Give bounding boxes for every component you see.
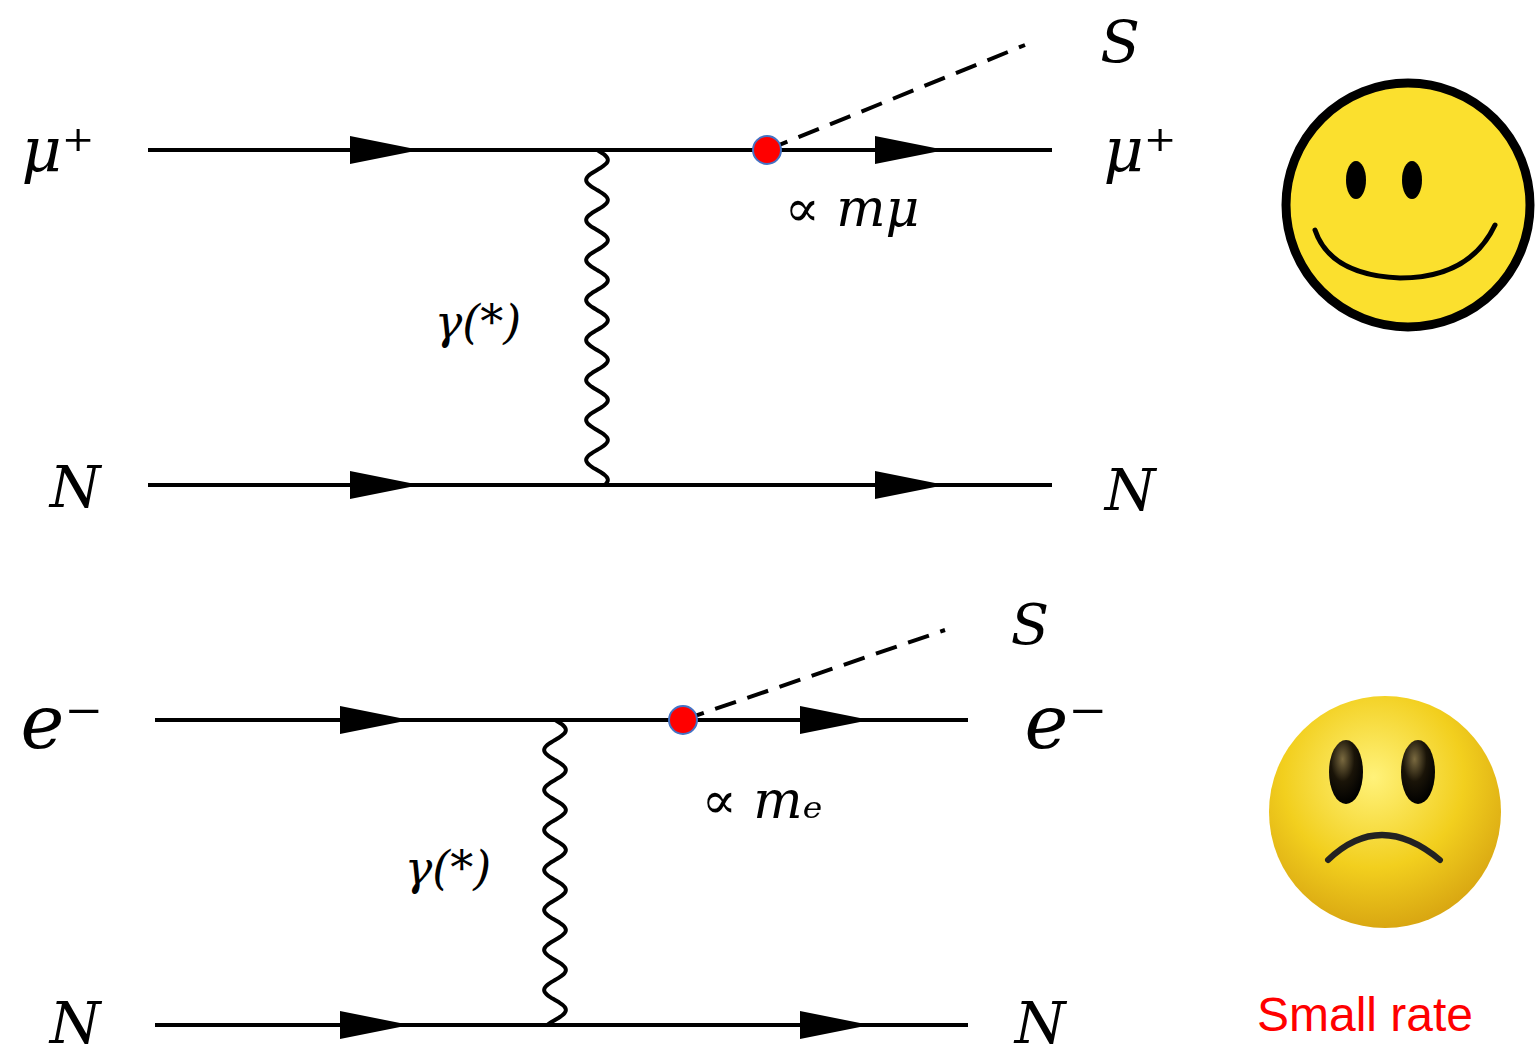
particle-label: μ⁺ bbox=[21, 119, 94, 181]
coupling-label: ∝ mμ bbox=[785, 182, 920, 234]
photon-line bbox=[544, 720, 566, 1025]
arrowhead bbox=[350, 136, 420, 164]
particle-label: N bbox=[50, 458, 101, 516]
arrowhead bbox=[340, 1011, 410, 1039]
sad-face bbox=[1269, 696, 1501, 928]
particle-label: N bbox=[1105, 461, 1156, 519]
particle-label: e⁻ bbox=[21, 685, 104, 759]
particle-label: N bbox=[50, 994, 101, 1052]
vertex-dot bbox=[669, 706, 697, 734]
arrowhead bbox=[875, 136, 945, 164]
arrowhead bbox=[800, 706, 870, 734]
particle-label: μ⁺ bbox=[1103, 119, 1176, 181]
coupling-label: ∝ mₑ bbox=[701, 774, 822, 826]
particle-label: S bbox=[1100, 13, 1140, 71]
arrowhead bbox=[800, 1011, 870, 1039]
scalar-line bbox=[767, 45, 1025, 150]
vertex-dot bbox=[753, 136, 781, 164]
arrowhead bbox=[340, 706, 410, 734]
particle-label: S bbox=[1011, 597, 1049, 653]
arrowhead bbox=[875, 471, 945, 499]
photon-label: γ(*) bbox=[405, 845, 491, 891]
particle-label: e⁻ bbox=[1025, 685, 1108, 759]
arrowhead bbox=[350, 471, 420, 499]
photon-line bbox=[586, 150, 608, 485]
happy-face bbox=[1286, 83, 1530, 327]
particle-label: N bbox=[1015, 994, 1066, 1052]
rate-note: Small rate bbox=[1257, 991, 1473, 1039]
photon-label: γ(*) bbox=[435, 299, 521, 345]
scalar-line bbox=[683, 630, 945, 720]
